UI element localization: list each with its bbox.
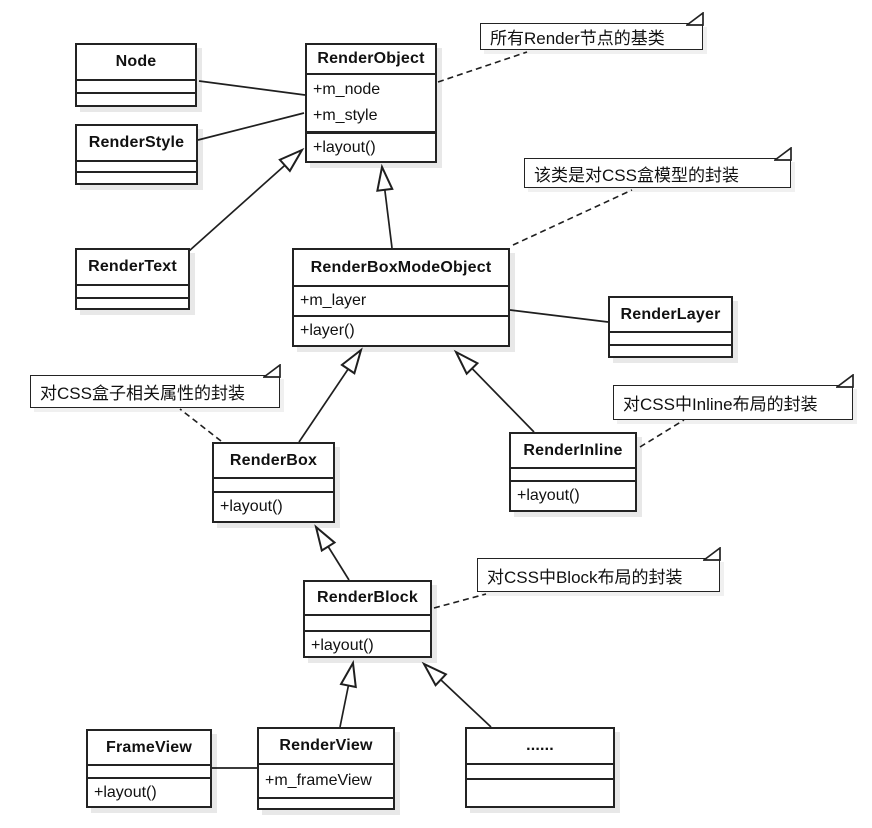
class-title: RenderLayer (620, 305, 721, 323)
class-title: RenderBox (229, 451, 318, 469)
class-attributes-empty (77, 79, 195, 92)
edge-note-renderobject (437, 51, 528, 83)
class-methods: +layout() (305, 630, 430, 660)
class-methods: +layout() (214, 491, 333, 521)
class-attributes-empty (610, 331, 731, 344)
class-methods-empty (259, 797, 393, 808)
class-methods: +layout() (307, 131, 435, 162)
class-box-renderinline: RenderInline +layout() (509, 432, 637, 512)
attribute: +m_style (313, 107, 378, 124)
edge-renderinline-renderboxmodeobject (453, 349, 535, 433)
attribute: +m_node (313, 81, 381, 98)
edge-rendertext-renderobject (188, 147, 305, 252)
note-text: 对CSS中Block布局的封装 (487, 567, 683, 587)
note-text: 对CSS盒子相关属性的封装 (40, 384, 245, 403)
class-methods: +layout() (88, 777, 210, 807)
edge-renderboxmodeobject-renderlayer (509, 309, 609, 323)
edge-renderview-renderblock (339, 659, 357, 728)
note-renderobject: 所有Render节点的基类 (480, 12, 704, 50)
class-attributes-empty (305, 614, 430, 630)
edge-ellipsis-renderblock (421, 661, 492, 728)
class-methods-empty (77, 171, 196, 183)
class-box-frameview: FrameView +layout() (86, 729, 212, 808)
class-title: ...... (526, 737, 554, 754)
class-box-ellipsis: ...... (465, 727, 615, 808)
method: +layout() (94, 784, 157, 801)
class-attributes-empty (88, 764, 210, 777)
class-title: RenderView (279, 737, 373, 754)
edge-node-renderobject (198, 80, 306, 96)
method: +layout() (313, 139, 376, 156)
method: +layout() (517, 487, 580, 504)
class-box-renderboxmodeobject: RenderBoxModeObject +m_layer +layer() (292, 248, 510, 347)
class-title: FrameView (106, 738, 192, 756)
class-box-renderblock: RenderBlock +layout() (303, 580, 432, 658)
attribute: +m_layer (300, 292, 367, 309)
class-box-renderobject: RenderObject +m_node +m_style +layout() (305, 43, 437, 163)
class-title: RenderText (88, 258, 177, 275)
class-title: RenderInline (523, 441, 623, 459)
attribute: +m_frameView (265, 772, 372, 789)
note-text: 对CSS中Inline布局的封装 (623, 395, 818, 414)
note-renderbox: 对CSS盒子相关属性的封装 (30, 364, 281, 408)
edge-note-renderboxmodeobject (512, 189, 633, 246)
class-title: Node (115, 53, 157, 70)
class-box-rendertext: RenderText (75, 248, 190, 310)
method: +layer() (300, 322, 355, 339)
class-attributes: +m_layer (294, 285, 508, 315)
class-methods: +layout() (511, 480, 635, 510)
class-box-renderbox: RenderBox +layout() (212, 442, 335, 523)
class-attributes: +m_node +m_style (307, 73, 435, 131)
class-methods-empty (467, 778, 613, 806)
edge-note-renderinline (639, 419, 685, 448)
note-renderblock: 对CSS中Block布局的封装 (477, 547, 721, 592)
method: +layout() (311, 637, 374, 654)
class-attributes-empty (214, 477, 333, 491)
class-attributes-empty (467, 763, 613, 778)
note-text: 该类是对CSS盒模型的封装 (534, 165, 739, 185)
edge-renderstyle-renderobject (197, 112, 305, 141)
edge-note-renderbox (179, 408, 222, 442)
edge-note-renderblock (433, 593, 487, 609)
class-attributes-empty (511, 467, 635, 480)
edge-renderblock-renderbox (314, 524, 350, 581)
class-attributes-empty (77, 160, 196, 171)
edge-renderbox-renderboxmodeobject (298, 347, 363, 443)
note-renderinline: 对CSS中Inline布局的封装 (613, 374, 854, 420)
class-methods-empty (610, 344, 731, 356)
class-box-renderlayer: RenderLayer (608, 296, 733, 358)
class-title: RenderObject (317, 50, 425, 67)
class-box-renderstyle: RenderStyle (75, 124, 198, 185)
class-title: RenderBlock (317, 589, 418, 606)
class-attributes: +m_frameView (259, 763, 393, 797)
class-box-renderview: RenderView +m_frameView (257, 727, 395, 810)
method: +layout() (220, 498, 283, 515)
class-attributes-empty (77, 284, 188, 297)
note-boxmodel: 该类是对CSS盒模型的封装 (524, 147, 792, 188)
class-methods: +layer() (294, 315, 508, 345)
edge-renderboxmodeobject-renderobject (376, 163, 394, 249)
note-text: 所有Render节点的基类 (490, 29, 665, 48)
class-title: RenderStyle (88, 134, 185, 151)
class-methods-empty (77, 297, 188, 308)
class-box-node: Node (75, 43, 197, 107)
class-title: RenderBoxModeObject (310, 258, 492, 276)
class-methods-empty (77, 92, 195, 105)
